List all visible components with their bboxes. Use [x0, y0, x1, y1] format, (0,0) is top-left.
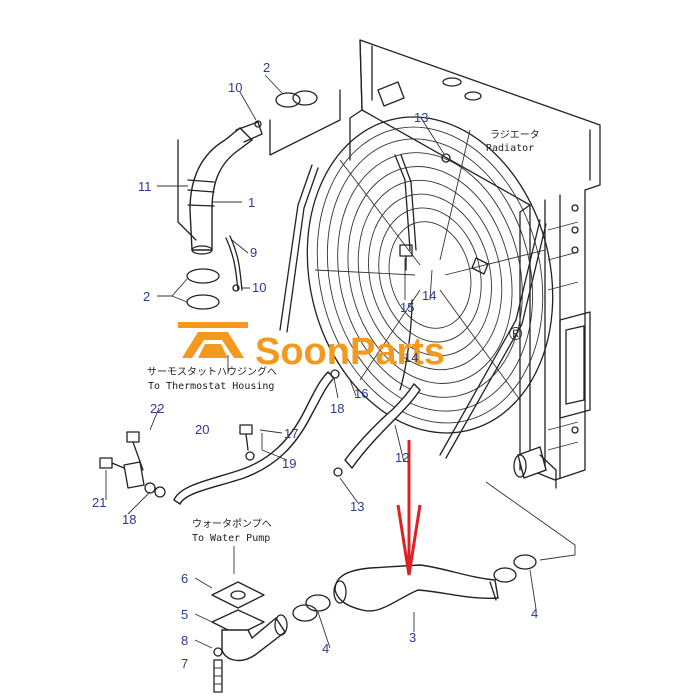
callout-1: 1 [248, 195, 255, 210]
registered-mark: ® [509, 324, 522, 344]
callout-9: 9 [250, 245, 257, 260]
callout-19: 19 [282, 456, 296, 471]
upper-hose [177, 121, 263, 255]
brand-logo-icon [178, 322, 248, 358]
callout-18: 18 [122, 512, 136, 527]
callout-22: 22 [150, 401, 164, 416]
red-indicator-arrow [396, 440, 422, 576]
callout-8: 8 [181, 633, 188, 648]
radiator-note-en: Radiator [486, 143, 534, 154]
callout-20: 20 [195, 422, 209, 437]
fasteners [99, 120, 489, 498]
callout-6: 6 [181, 571, 188, 586]
callout-14: 14 [422, 288, 436, 303]
callout-13: 13 [414, 110, 428, 125]
leader-lines [105, 74, 576, 649]
water-pump-elbow [211, 581, 288, 693]
pump-note-jp: ウォータポンプへ [192, 518, 272, 530]
brand-watermark: SoonParts ® [178, 322, 522, 373]
thermostat-note-en: To Thermostat Housing [148, 381, 274, 392]
callout-13: 13 [350, 499, 364, 514]
callout-10: 10 [252, 280, 266, 295]
callout-3: 3 [409, 630, 416, 645]
callout-14: 14 [404, 350, 418, 365]
radiator-assembly [349, 39, 601, 489]
callout-2: 2 [143, 289, 150, 304]
notes: ラジエータ Radiator サーモスタットハウジングへ To Thermost… [147, 129, 540, 544]
callout-16: 16 [354, 386, 368, 401]
callout-18: 18 [330, 401, 344, 416]
radiator-note-jp: ラジエータ [490, 129, 540, 141]
callout-4: 4 [531, 606, 538, 621]
fan-shroud [279, 116, 554, 459]
callout-10: 10 [228, 80, 242, 95]
callout-11: 11 [138, 179, 152, 194]
callout-5: 5 [181, 607, 188, 622]
thermostat-note-jp: サーモスタットハウジングへ [147, 365, 277, 378]
callout-2: 2 [263, 60, 270, 75]
callout-15: 15 [400, 300, 414, 315]
lower-hose [333, 564, 499, 612]
part-number-callouts: 2 10 11 1 9 2 10 13 14 15 14 16 18 22 20… [92, 60, 538, 671]
brand-name: SoonParts [255, 331, 445, 373]
callout-21: 21 [92, 495, 106, 510]
callout-12: 12 [395, 450, 409, 465]
callout-4: 4 [322, 641, 329, 656]
callout-7: 7 [181, 656, 188, 671]
pump-note-en: To Water Pump [192, 533, 270, 544]
callout-17: 17 [284, 426, 298, 441]
